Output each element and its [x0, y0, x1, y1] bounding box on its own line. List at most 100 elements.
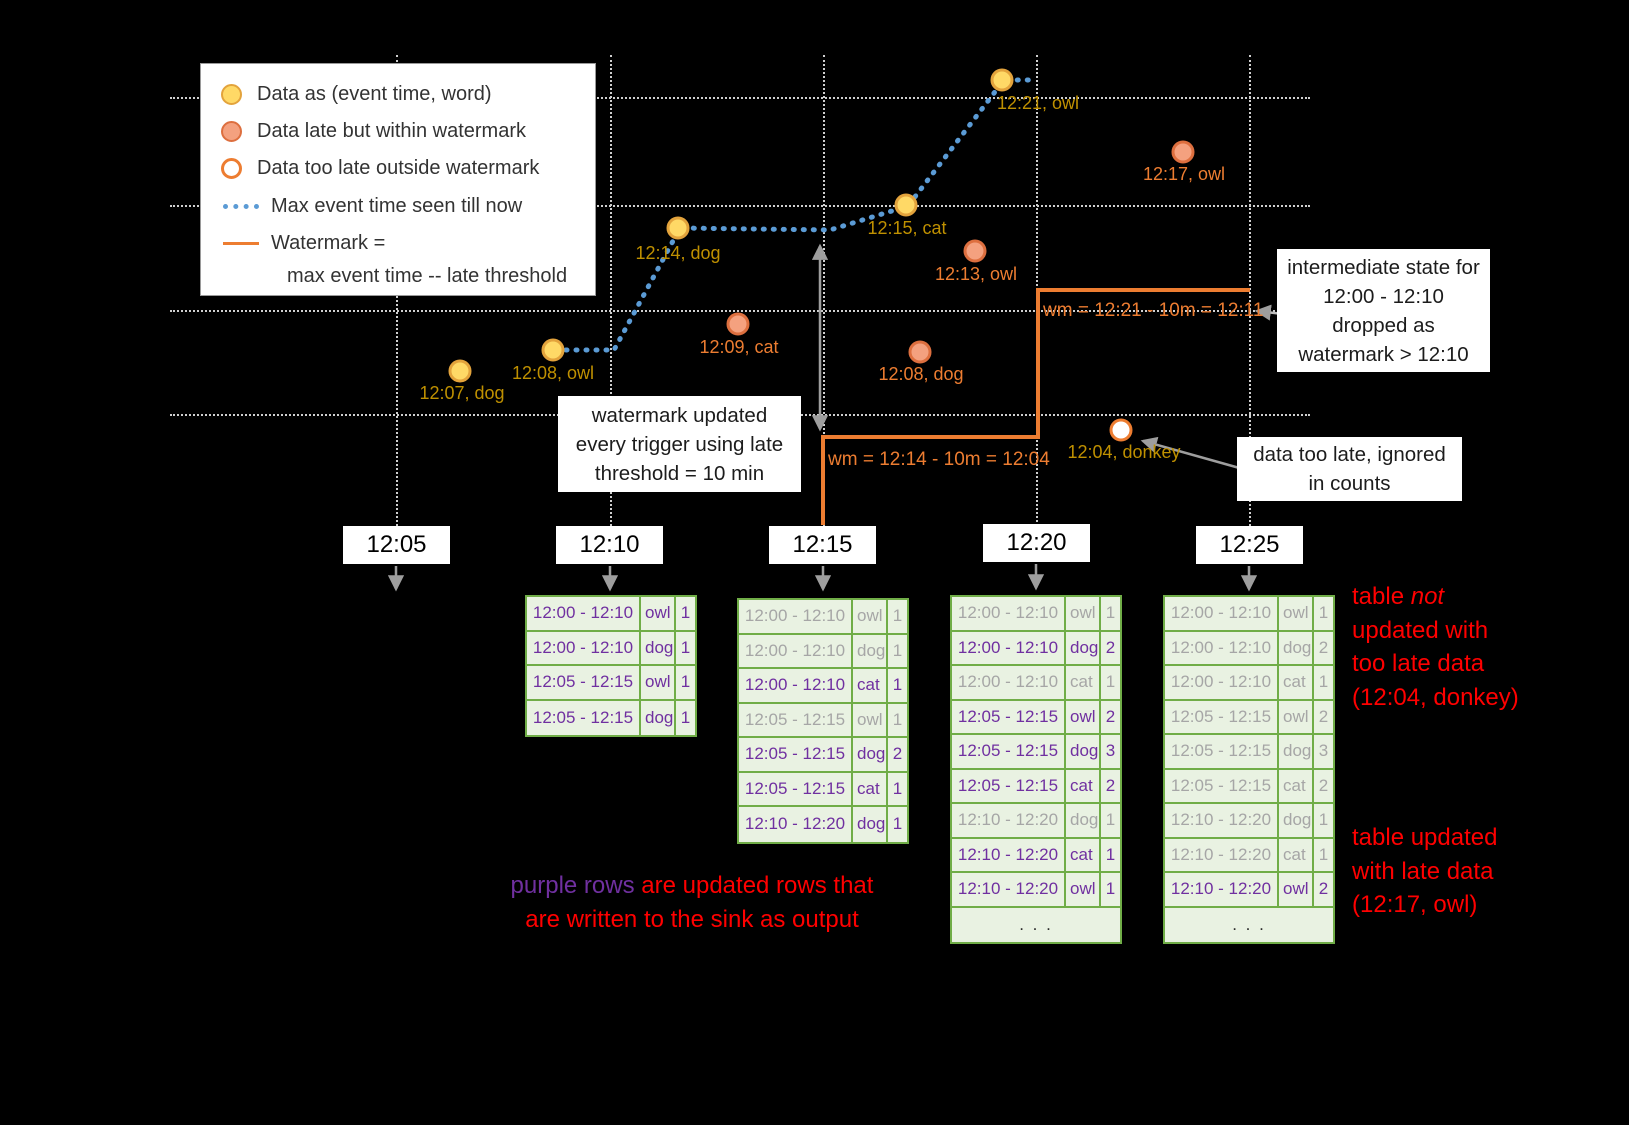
- cell-window: 12:10 - 12:20: [952, 838, 1066, 871]
- trigger-time-12-10: 12:10: [556, 526, 663, 564]
- cell-count: 2: [1318, 637, 1329, 657]
- not-updated-line2: updated with: [1352, 616, 1489, 644]
- on-time-event-dot: [448, 359, 472, 383]
- cell-word: cat: [1279, 666, 1314, 699]
- cell-word: dog: [641, 700, 676, 735]
- cell-count: 1: [1318, 844, 1329, 864]
- purple-rows-highlight: purple rows: [510, 872, 635, 899]
- cell-word: dog: [1279, 804, 1314, 837]
- cell-word: dog: [853, 807, 888, 842]
- cell-window: 12:10 - 12:20: [1165, 873, 1279, 906]
- cell-word: owl: [1066, 873, 1101, 906]
- not-updated-line4: (12:04, donkey): [1352, 683, 1519, 711]
- cell-count: 1: [1318, 810, 1329, 830]
- cell-window: 12:05 - 12:15: [1165, 735, 1279, 768]
- cell-count: 1: [680, 707, 691, 727]
- cell-window: 12:05 - 12:15: [527, 700, 641, 735]
- cell-word: cat: [1066, 838, 1101, 871]
- not-updated-line1: table: [1352, 583, 1411, 610]
- too-late-event-dot: [1109, 418, 1133, 442]
- event-label: 12:08, dog: [878, 364, 964, 384]
- event-label: 12:04, donkey: [1067, 442, 1181, 462]
- cell-word: dog: [1279, 631, 1314, 664]
- cell-count: 1: [1105, 672, 1116, 692]
- cell-window: 12:00 - 12:10: [952, 597, 1066, 630]
- cell-word: dog: [853, 634, 888, 667]
- cell-word: cat: [1279, 838, 1314, 871]
- purple-rows-text: are updated rows that: [634, 872, 874, 899]
- cell-word: dog: [1066, 804, 1101, 837]
- cell-count: 1: [892, 640, 903, 660]
- event-label: 12:07, dog: [419, 383, 505, 403]
- cell-window: 12:10 - 12:20: [1165, 838, 1279, 871]
- trigger-time-12-05: 12:05: [343, 526, 450, 564]
- cell-window: 12:05 - 12:15: [739, 738, 853, 771]
- trigger-time-12-20: 12:20: [983, 524, 1090, 562]
- cell-count: 1: [892, 675, 903, 695]
- cell-count: 1: [1105, 844, 1116, 864]
- cell-count: 1: [1105, 603, 1116, 623]
- cell-window: 12:05 - 12:15: [952, 700, 1066, 733]
- cell-word: cat: [1066, 666, 1101, 699]
- cell-word: dog: [1066, 631, 1101, 664]
- cell-count: 2: [1105, 637, 1116, 657]
- cell-count: 1: [1318, 603, 1329, 623]
- cell-window: 12:00 - 12:10: [1165, 666, 1279, 699]
- grid-vertical-line: [823, 55, 825, 526]
- not-updated-note: table not updated with too late data (12…: [1352, 580, 1519, 714]
- cell-word: owl: [853, 600, 888, 633]
- cell-word: cat: [853, 669, 888, 702]
- purple-rows-text-line2: are written to the sink as output: [525, 905, 859, 933]
- cell-window: 12:00 - 12:10: [527, 597, 641, 630]
- cell-count: 1: [1105, 879, 1116, 899]
- not-updated-italic: not: [1410, 583, 1445, 610]
- cell-word: dog: [1279, 735, 1314, 768]
- cell-window: 12:05 - 12:15: [952, 769, 1066, 802]
- on-time-dot-icon: [221, 84, 242, 105]
- cell-count: 2: [1105, 706, 1116, 726]
- cell-count: 1: [680, 603, 691, 623]
- purple-rows-note: purple rows are updated rows that are wr…: [482, 869, 902, 936]
- cell-count: 1: [892, 606, 903, 626]
- legend-item: Max event time seen till now: [221, 193, 585, 220]
- late-event-dot: [1171, 140, 1195, 164]
- late-updated-note: table updated with late data (12:17, owl…: [1352, 821, 1497, 922]
- legend-item: Data late but within watermark: [221, 118, 585, 145]
- cell-count: 2: [1318, 879, 1329, 899]
- cell-count: 3: [1318, 741, 1329, 761]
- cell-count: 1: [892, 778, 903, 798]
- legend-label: Max event time seen till now: [271, 195, 523, 217]
- event-label: 12:15, cat: [867, 218, 947, 238]
- legend-label: Watermark =: [271, 232, 386, 254]
- cell-word: dog: [641, 631, 676, 664]
- cell-count: 3: [1105, 741, 1116, 761]
- max-event-time-line-icon: [223, 204, 259, 209]
- cell-word: owl: [1279, 700, 1314, 733]
- cell-window: 12:00 - 12:10: [739, 634, 853, 667]
- on-time-event-dot: [541, 338, 565, 362]
- legend-item: Watermark =: [221, 230, 585, 257]
- on-time-event-dot: [990, 68, 1014, 92]
- not-updated-line3: too late data: [1352, 650, 1485, 677]
- cell-window: 12:05 - 12:15: [952, 735, 1066, 768]
- cell-word: dog: [853, 738, 888, 771]
- cell-window: 12:10 - 12:20: [1165, 804, 1279, 837]
